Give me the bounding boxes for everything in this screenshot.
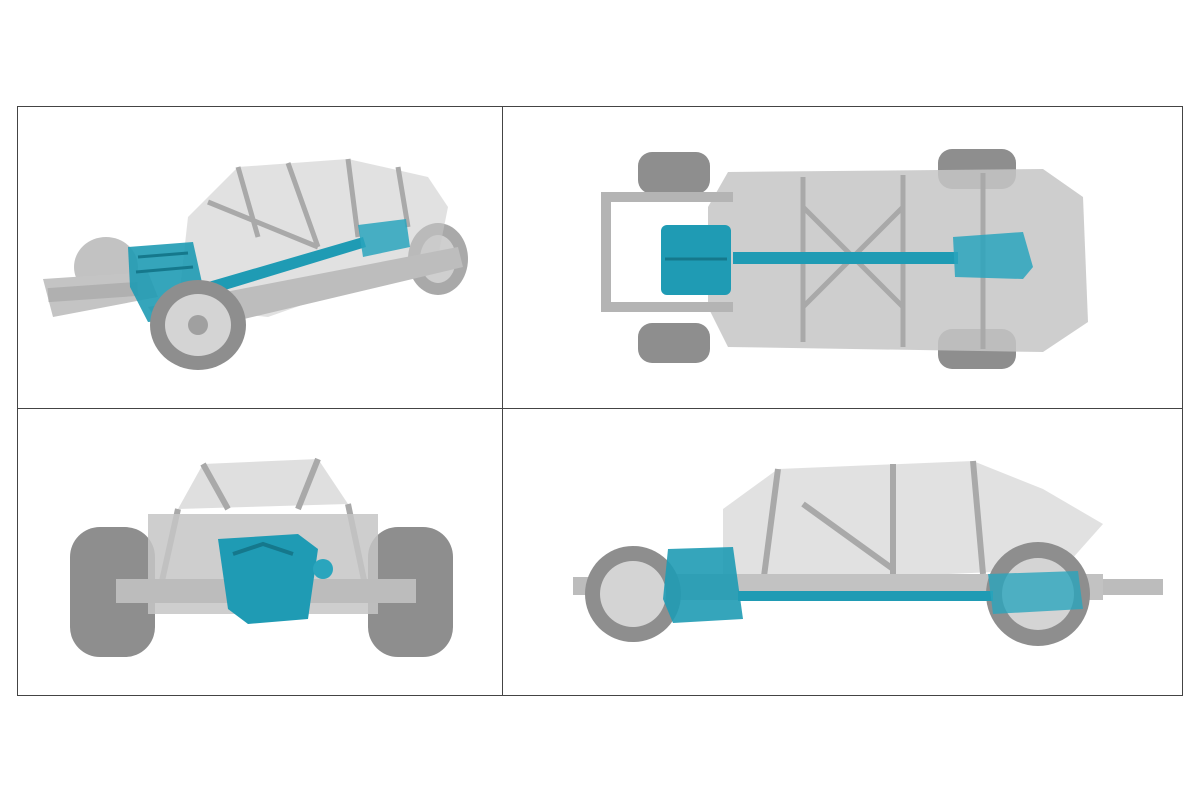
- view-isometric: [18, 107, 503, 409]
- driveshaft: [198, 237, 366, 297]
- transaxle: [953, 232, 1033, 279]
- engine: [218, 534, 318, 624]
- driveshaft: [738, 591, 993, 601]
- driveshaft: [733, 252, 958, 264]
- view-side: [503, 409, 1182, 695]
- view-bottom: [503, 107, 1182, 409]
- side-chassis-illustration: [573, 460, 1163, 646]
- left-tire: [70, 527, 155, 657]
- front-chassis-illustration: [70, 457, 453, 657]
- bottom-chassis-illustration: [601, 149, 1088, 369]
- front-left-wheel: [638, 152, 710, 194]
- engine: [663, 547, 743, 623]
- turbo: [313, 559, 333, 579]
- view-grid: [17, 106, 1183, 696]
- isometric-chassis-illustration: [43, 158, 468, 370]
- view-front: [18, 409, 503, 695]
- front-right-wheel: [638, 323, 710, 363]
- transaxle: [988, 571, 1083, 614]
- transaxle: [358, 219, 410, 257]
